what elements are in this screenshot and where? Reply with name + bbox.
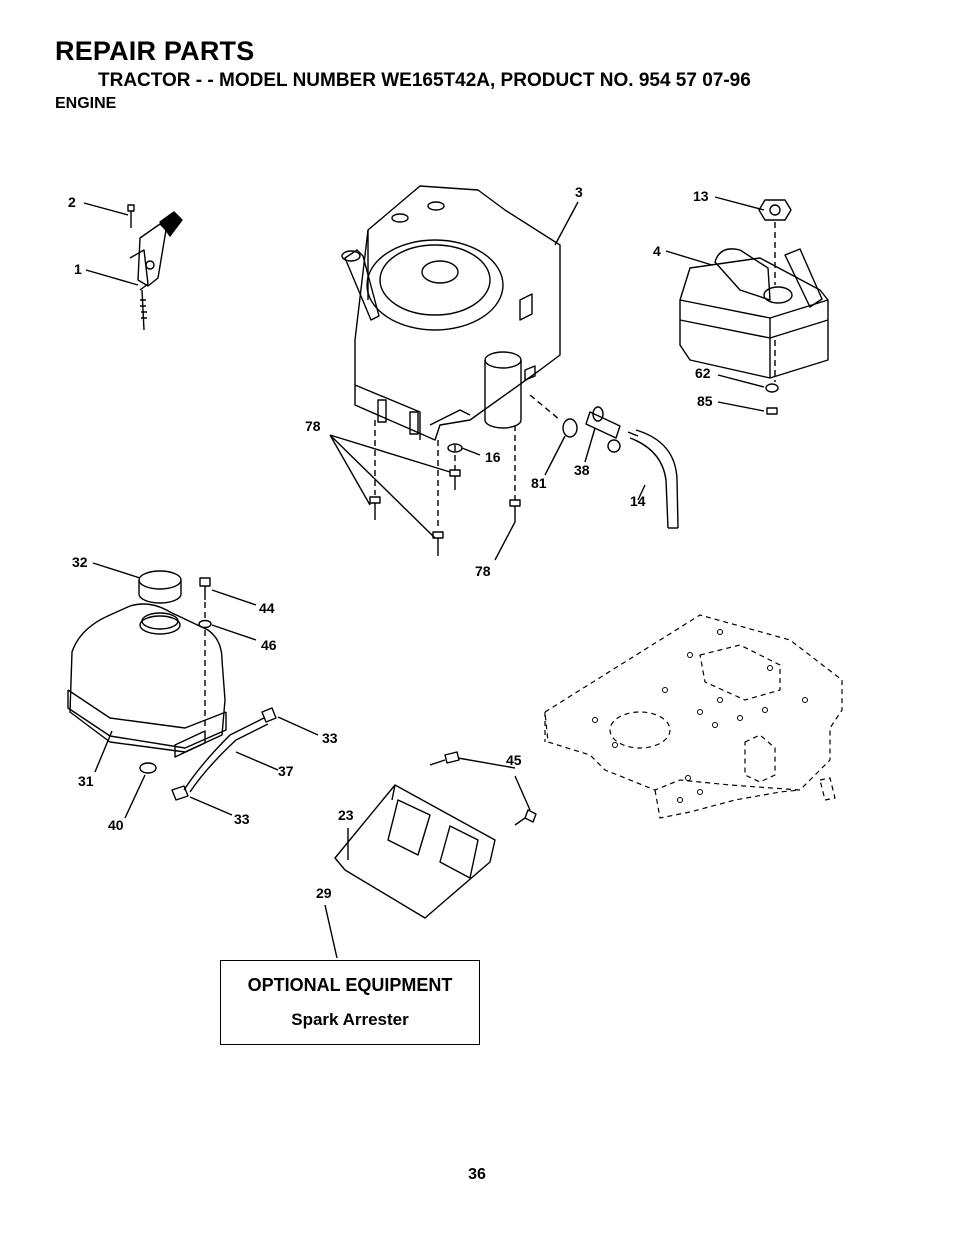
callout-1: 1 bbox=[74, 261, 82, 277]
callout-45: 45 bbox=[506, 752, 522, 768]
optional-equipment-item: Spark Arrester bbox=[291, 1010, 409, 1029]
callout-32: 32 bbox=[72, 554, 88, 570]
optional-equipment-box: OPTIONAL EQUIPMENT Spark Arrester bbox=[220, 960, 480, 1045]
tractor-frame-part bbox=[544, 614, 843, 819]
callout-29: 29 bbox=[316, 885, 332, 901]
section-label: ENGINE bbox=[55, 95, 117, 112]
callout-3: 3 bbox=[575, 184, 583, 200]
muffler-part bbox=[679, 199, 829, 379]
callout-14: 14 bbox=[630, 493, 646, 509]
callout-78-bottom: 78 bbox=[475, 563, 491, 579]
fuel-cap-part bbox=[138, 570, 182, 604]
page-title: REPAIR PARTS bbox=[55, 36, 255, 66]
page-subtitle: TRACTOR - - MODEL NUMBER WE165T42A, PROD… bbox=[98, 70, 751, 91]
clamp-part bbox=[171, 707, 277, 801]
callout-62: 62 bbox=[695, 365, 711, 381]
callout-31: 31 bbox=[78, 773, 94, 789]
callout-4: 4 bbox=[653, 243, 661, 259]
spark-arrester-part bbox=[334, 784, 496, 919]
callout-33-bottom: 33 bbox=[234, 811, 250, 827]
callout-78-top: 78 bbox=[305, 418, 321, 434]
bolt-part bbox=[429, 751, 537, 826]
callout-37: 37 bbox=[278, 763, 294, 779]
fuel-hose-part bbox=[629, 429, 679, 529]
callout-46: 46 bbox=[261, 637, 277, 653]
callout-44: 44 bbox=[259, 600, 275, 616]
callout-13: 13 bbox=[693, 188, 709, 204]
callout-33-top: 33 bbox=[322, 730, 338, 746]
callout-38: 38 bbox=[574, 462, 590, 478]
optional-equipment-heading: OPTIONAL EQUIPMENT bbox=[247, 975, 453, 995]
callout-16: 16 bbox=[485, 449, 501, 465]
callout-2: 2 bbox=[68, 194, 76, 210]
callout-40: 40 bbox=[108, 817, 124, 833]
callout-23: 23 bbox=[338, 807, 354, 823]
engine-part bbox=[341, 185, 561, 441]
callout-85: 85 bbox=[697, 393, 713, 409]
page-number: 36 bbox=[468, 1166, 486, 1183]
throttle-control-part bbox=[127, 204, 183, 331]
fuel-filter-part bbox=[562, 406, 639, 453]
callout-81: 81 bbox=[531, 475, 547, 491]
fuel-line-part bbox=[183, 717, 269, 793]
